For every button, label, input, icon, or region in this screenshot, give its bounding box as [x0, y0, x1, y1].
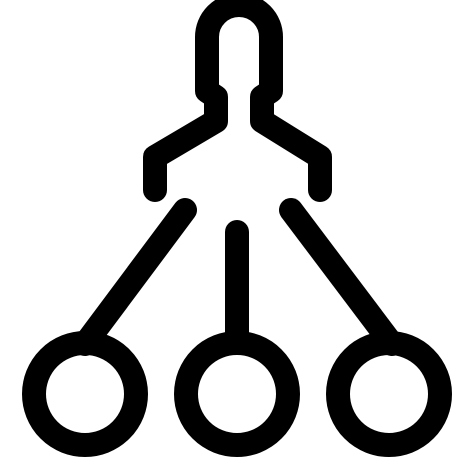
left-connector [73, 198, 197, 356]
person-outline [143, 0, 332, 202]
left-node [22, 331, 148, 457]
right-node [326, 331, 452, 457]
center-node [174, 331, 300, 457]
right-connector [279, 198, 404, 356]
